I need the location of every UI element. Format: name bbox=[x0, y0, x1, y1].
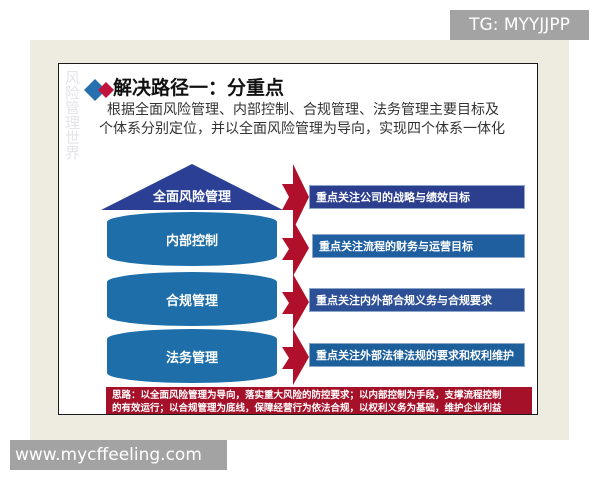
side-watermark: 风险管理世界 bbox=[63, 70, 81, 160]
summary-line-2: 的有效运行；以合规管理为底线，保障经营行为依法合规，以权利义务为基础，维护企业利… bbox=[112, 402, 502, 414]
slide: 风险管理世界 解决路径一：分重点 根据全面风险管理、内部控制、合规管理、法务管理… bbox=[58, 63, 538, 415]
intro-line-2: 个体系分别定位，并以全面风险管理为导向，实现四个体系一体化 bbox=[99, 121, 505, 137]
intro-line-1: 根据全面风险管理、内部控制、合规管理、法务管理主要目标及 bbox=[107, 102, 499, 118]
goal-box-1: 重点关注公司的战略与绩效目标 bbox=[309, 185, 525, 209]
summary-box: 思路：以全面风险管理为导向，落实重大风险的防控要求；以内部控制为手段，支撑流程控… bbox=[106, 387, 532, 414]
goal-box-4: 重点关注外部法律法规的要求和权利维护 bbox=[309, 343, 525, 367]
slide-title: 解决路径一：分重点 bbox=[113, 77, 285, 99]
watermark-tg: TG: MYYJJPP bbox=[450, 10, 589, 40]
pyramid-top-triangle bbox=[101, 164, 283, 210]
goal-box-3: 重点关注内外部合规义务与合规要求 bbox=[309, 288, 525, 312]
layer-internal-control: 内部控制 bbox=[107, 212, 277, 266]
intro-text: 根据全面风险管理、内部控制、合规管理、法务管理主要目标及 个体系分别定位，并以全… bbox=[99, 101, 537, 139]
goal-box-2: 重点关注流程的财务与运营目标 bbox=[312, 234, 525, 258]
diamond-bullet-icon bbox=[84, 79, 114, 101]
summary-line-1: 思路：以全面风险管理为导向，落实重大风险的防控要求；以内部控制为手段，支撑流程控… bbox=[112, 390, 502, 401]
arrow-chain-icon bbox=[282, 164, 309, 385]
pyramid-top-label: 全面风险管理 bbox=[152, 190, 231, 205]
layer-legal: 法务管理 bbox=[107, 329, 277, 383]
layer-compliance: 合规管理 bbox=[107, 272, 277, 326]
watermark-url: www.mycffeeling.com bbox=[10, 440, 227, 470]
